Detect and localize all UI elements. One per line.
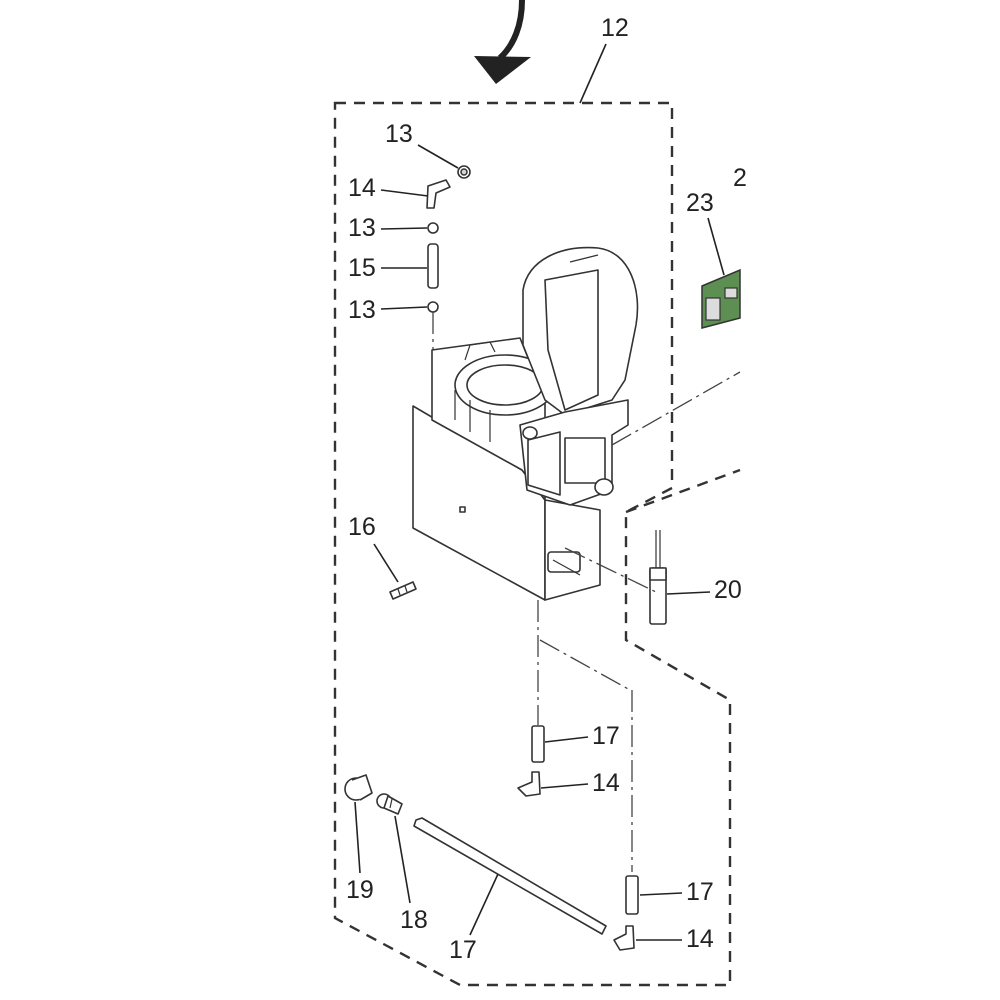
leader-13-middle	[380, 227, 428, 230]
pin-16	[389, 581, 417, 600]
callout-23: 23	[686, 189, 714, 217]
sub-boundary-20	[625, 468, 741, 514]
callout-17-upper: 17	[592, 722, 620, 750]
leader-19	[354, 801, 361, 874]
callout-14-top: 14	[348, 174, 376, 202]
callout-13-bottom: 13	[348, 296, 376, 324]
callout-16: 16	[348, 513, 376, 541]
connector-18	[376, 793, 403, 815]
callout-13-top: 13	[385, 120, 413, 148]
board-centerline	[611, 371, 741, 446]
callout-14-middle: 14	[592, 769, 620, 797]
callout-13-middle: 13	[348, 214, 376, 242]
callout-18: 18	[400, 906, 428, 934]
leader-17-lower	[639, 892, 683, 896]
callout-12: 12	[601, 14, 629, 42]
callout-17-long: 17	[449, 936, 477, 964]
leader-23	[707, 217, 725, 276]
direction-arrow-icon	[474, 0, 531, 84]
elbow-fitting-14-bottom	[613, 925, 635, 951]
cap-19	[344, 774, 373, 801]
nut-13-middle	[427, 222, 439, 234]
nut-13-top	[457, 165, 471, 179]
callout-14-bottom: 14	[686, 925, 714, 953]
dispenser-housing	[412, 246, 639, 601]
leader-12	[579, 43, 607, 104]
leader-13-top	[417, 144, 459, 169]
callout-17-lower: 17	[686, 878, 714, 906]
circuit-board-23	[701, 268, 741, 329]
leader-16	[373, 543, 399, 583]
callout-19: 19	[346, 876, 374, 904]
elbow-fitting-14-top	[426, 179, 451, 209]
leader-20	[666, 591, 711, 595]
leader-13-bottom	[380, 306, 428, 310]
leader-14-middle	[540, 783, 589, 789]
nut-13-bottom	[427, 301, 439, 313]
leader-18	[394, 815, 411, 904]
callout-15: 15	[348, 254, 376, 282]
callout-20: 20	[714, 576, 742, 604]
sensor-centerline	[564, 547, 657, 593]
tube-17-lower	[625, 875, 639, 915]
sensor-20	[649, 530, 667, 625]
leader-17-long	[469, 873, 499, 936]
tube-17-long	[413, 817, 607, 935]
tube-centerline-diagonal	[539, 639, 631, 691]
elbow-fitting-14-middle	[517, 771, 541, 797]
tube-15	[427, 243, 439, 289]
leader-17-upper	[544, 736, 589, 743]
leader-14-top	[380, 189, 429, 197]
callout-23-partial: 2	[733, 164, 747, 192]
tube-17-upper	[531, 725, 545, 763]
